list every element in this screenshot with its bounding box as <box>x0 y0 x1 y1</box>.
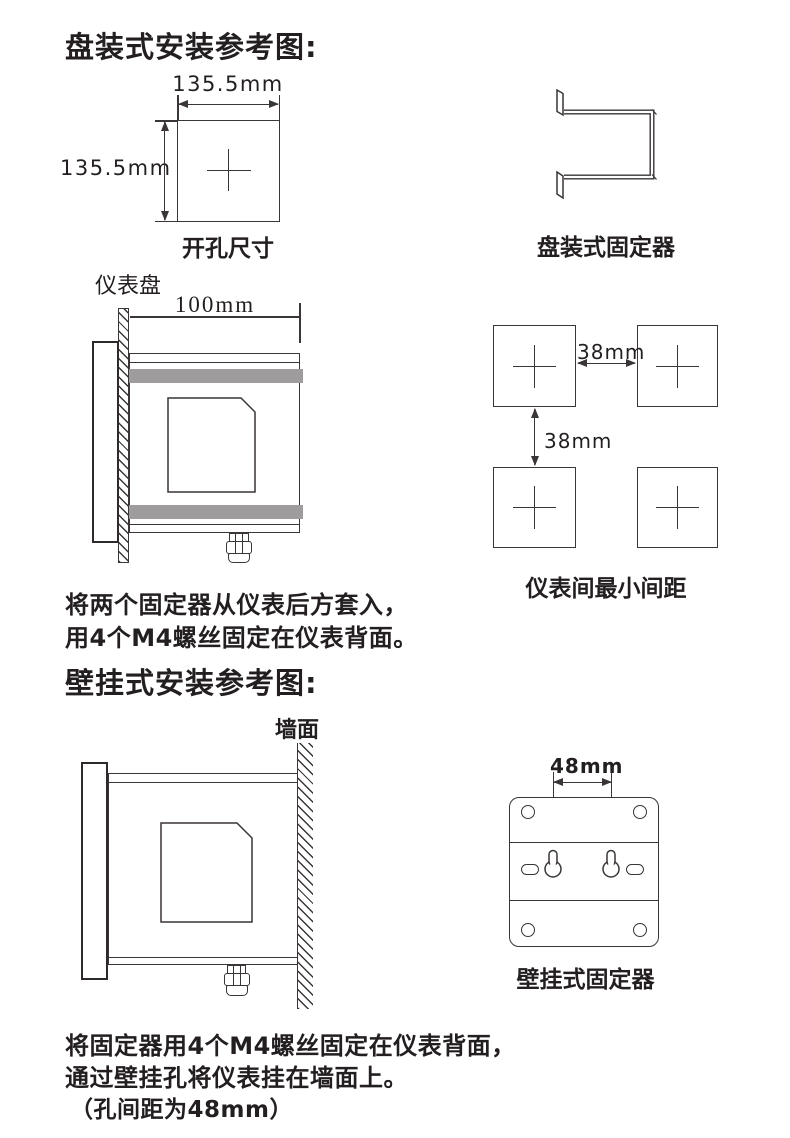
cutout-center-cross-v <box>228 149 229 191</box>
depth-dim-label: 100mm <box>174 292 256 317</box>
cutout-width-dim-label: 135.5mm <box>172 72 284 96</box>
plate-keyhole-left <box>544 849 562 878</box>
cross-tl-v <box>534 345 535 388</box>
depth-dim-line <box>130 316 300 318</box>
plate-divider-top <box>510 842 658 843</box>
cutout-height-dim-arrow <box>160 121 169 221</box>
plate-divider-bottom <box>510 900 658 901</box>
plate-slot-left <box>521 864 539 875</box>
body-top-inner-line <box>129 362 300 363</box>
cable-gland-line-1 <box>235 534 236 553</box>
front-bezel-panel-view <box>92 341 119 543</box>
plate-pitch-dim-label: 48mm <box>550 754 624 778</box>
wall-note-line-1: 将固定器用4个M4螺丝固定在仪表背面， <box>65 1032 516 1060</box>
wall-note-line-3: （孔间距为48mm） <box>70 1097 293 1123</box>
cross-bl-v <box>534 486 535 529</box>
wall-body-bottom-inner-line <box>108 957 298 958</box>
plate-screw-hole-tr <box>633 805 647 819</box>
wall-hatch-strip <box>297 743 313 1009</box>
wall-body-top-inner-line <box>108 782 298 783</box>
fixator-bar-top <box>129 369 303 383</box>
plate-pitch-dim-arrow <box>553 777 612 786</box>
side-label-window-wall-view <box>160 822 253 923</box>
panel-note-line-1: 将两个固定器从仪表后方套入， <box>65 591 408 619</box>
cross-tr-v <box>677 345 678 388</box>
cutout-ext-tick-right <box>278 95 280 120</box>
plate-screw-hole-tl <box>521 805 535 819</box>
cable-gland-base <box>228 553 250 563</box>
cutout-ext-tick-left <box>177 95 179 120</box>
cutout-center-cross-h <box>207 170 251 171</box>
panel-note-line-2: 用4个M4螺丝固定在仪表背面。 <box>65 624 418 652</box>
fixator-bar-bottom <box>129 505 303 519</box>
depth-dim-tick <box>299 303 301 343</box>
cutout-width-dim-arrow <box>178 99 279 108</box>
body-bottom-inner-line <box>129 524 300 525</box>
panel-hatch-strip <box>118 308 129 563</box>
front-bezel-wall-view <box>81 762 108 980</box>
wall-plate-caption: 壁挂式固定器 <box>516 967 655 993</box>
panel-section-title: 盘装式安装参考图: <box>65 30 318 64</box>
wall-section-title: 壁挂式安装参考图: <box>65 666 318 700</box>
cutout-height-dim-label: 135.5mm <box>60 156 172 180</box>
spacing-v-dim-label: 38mm <box>544 429 613 453</box>
plate-keyhole-right <box>602 849 620 878</box>
plate-screw-hole-bl <box>521 923 535 937</box>
cable-gland-line-2 <box>242 534 243 553</box>
instrument-panel-label: 仪表盘 <box>95 274 162 299</box>
panel-bracket-drawing <box>556 88 657 200</box>
cutout-ext-tick-bottom <box>155 220 177 222</box>
plate-slot-right <box>626 864 644 875</box>
spacing-caption: 仪表间最小间距 <box>525 576 687 602</box>
spacing-h-dim-arrow <box>577 358 636 367</box>
spacing-v-dim-arrow <box>530 408 539 466</box>
cutout-ext-tick-top <box>155 120 177 122</box>
wall-cable-gland-base <box>226 985 248 996</box>
cutout-caption: 开孔尺寸 <box>182 236 274 262</box>
wall-cable-gland-line-1 <box>233 966 234 985</box>
wall-note-line-2: 通过壁挂孔将仪表挂在墙面上。 <box>65 1064 408 1092</box>
panel-bracket-caption: 盘装式固定器 <box>537 235 675 261</box>
side-label-window-panel-view <box>167 397 256 493</box>
cross-br-v <box>677 486 678 529</box>
plate-screw-hole-br <box>633 923 647 937</box>
wall-surface-label: 墙面 <box>275 718 320 743</box>
wall-cable-gland-line-2 <box>240 966 241 985</box>
